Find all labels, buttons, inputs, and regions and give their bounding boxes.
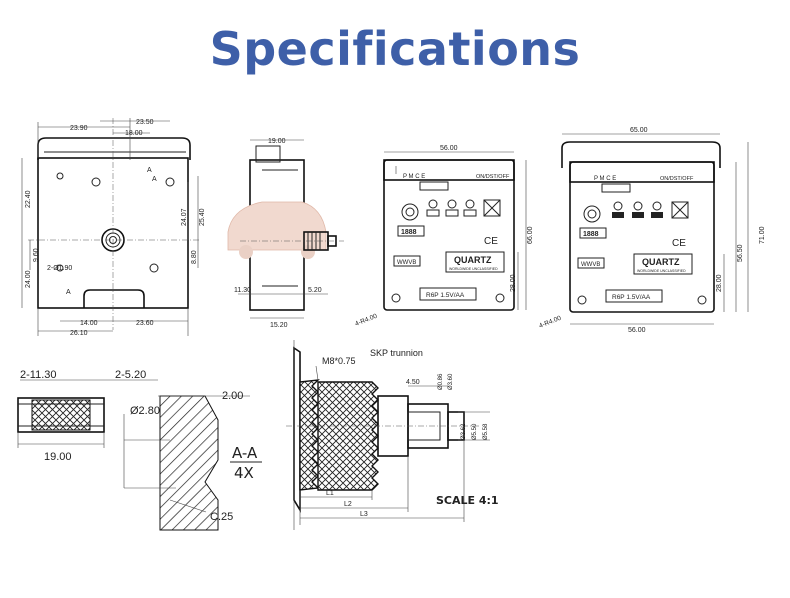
dim-text: Ø3.62 [461,423,467,440]
dim-text: 28.00 [510,274,517,292]
trunnion-detail: M8*0.75 SKP trunnion 4.50 Ø0.86 Ø3.60 Ø3… [286,340,499,530]
dim-text: 2-11.30 [20,369,57,381]
dim-text: 23.50 [136,119,154,126]
dim-text: 9.60 [33,248,40,262]
dim-text: 25.40 [199,208,206,226]
dim-text: 71.00 [759,226,766,244]
dim-text: 56.00 [440,145,458,152]
dim-text: 28.00 [716,274,723,292]
label-ce: CE [484,236,498,247]
dim-text: 5.20 [308,287,322,294]
recycle-bin-icon [671,201,689,219]
thread-body [299,379,320,491]
front-hole [91,177,101,187]
section-mark: A [147,167,152,174]
dim-text: 11.30 [234,287,251,294]
side-view: 19.00 11.30 5.20 15.20 [227,138,344,329]
dim-text: 8.80 [191,250,198,264]
dim-text: C.25 [210,511,233,523]
dim-text: Ø5.50 [472,423,478,440]
front-view: 23.90 23.50 18.00 22.40 9.60 24.00 2-Ø1.… [21,118,206,337]
sun-icon [401,203,419,221]
dim-text: 14.00 [80,320,98,327]
dim-text: 56.50 [737,244,744,262]
dim-text: 24.07 [181,208,188,226]
dim-l2: L2 [344,501,352,508]
dim-text: 23.90 [70,125,88,132]
dim-text: 15.20 [270,322,288,329]
dim-text: Ø5.58 [483,423,489,440]
detail-small: 2-11.30 2-5.20 19.00 [17,369,158,463]
label-thread: M8*0.75 [322,356,356,366]
display-box [397,225,425,237]
label-ce: CE [672,238,686,249]
dim-text: 22.40 [25,190,32,208]
label-1888: 1888 [583,231,599,238]
label-quartz-sub: WORLDWIDE UNCLASSIFIED [637,269,686,273]
section-hatch-left [159,395,219,531]
label-battery: R6P 1.5V/AA [612,294,651,301]
label-1888: 1888 [401,229,417,236]
dim-text: 66.00 [527,226,534,244]
dim-text: 2-Ø1.90 [47,265,72,272]
hanger-rail [561,141,721,168]
scale-label: 4X [234,464,254,482]
display-box [579,227,607,239]
label-onoff: ON/DST/OFF [476,174,510,180]
label-pmce: P M C E [403,174,425,180]
label-wwvb: WWVB [397,260,416,266]
dim-text: 2-5.20 [115,369,146,381]
label-quartz: QUARTZ [642,257,680,267]
dim-text: 4-R4.00 [354,313,378,328]
section-label: A-A [232,444,258,462]
dim-text: 2.00 [222,390,243,402]
page-title: Specifications [209,22,581,76]
dim-text: 65.00 [630,127,648,134]
recycle-bin-icon [483,199,501,217]
label-wwvb: WWVB [581,262,600,268]
dim-text: Ø2.80 [130,405,160,417]
label-quartz: QUARTZ [454,255,492,265]
label-battery: R6P 1.5V/AA [426,292,465,299]
back-view-2: P M C E ON/DST/OFF 1888 CE WWVB QUARTZ W… [538,127,766,334]
dim-l1: L1 [326,490,334,497]
dim-text: 4-R4.00 [538,315,562,330]
sun-icon [583,205,601,223]
section-detail: 2.00 Ø2.80 A-A 4X C.25 [123,390,262,531]
scale-label: SCALE 4:1 [436,494,499,507]
label-trunnion: SKP trunnion [370,348,423,358]
label-onoff: ON/DST/OFF [660,176,694,182]
section-mark: A [152,176,157,183]
dim-text: 19.00 [44,451,72,463]
dim-text: Ø0.86 [438,373,444,390]
dim-text: 18.00 [125,130,143,137]
dim-text: 24.00 [25,270,32,288]
section-mark: A [66,289,71,296]
watermark-car [227,201,327,251]
front-top-rail [37,137,191,160]
dim-text: 56.00 [628,327,646,334]
dim-text: 19.00 [268,138,286,145]
dim-text: 26.10 [70,330,88,337]
front-bottom-slot [83,289,145,308]
back-view-1: P M C E ON/DST/OFF 1888 CE WWVB QUARTZ W… [354,145,534,328]
dim-l3: L3 [360,511,368,518]
label-pmce: P M C E [594,176,616,182]
dim-text: 4.50 [406,379,420,386]
label-quartz-sub: WORLDWIDE UNCLASSIFIED [449,267,498,271]
dim-text: Ø3.60 [448,373,454,390]
dim-text: 23.60 [136,320,154,327]
